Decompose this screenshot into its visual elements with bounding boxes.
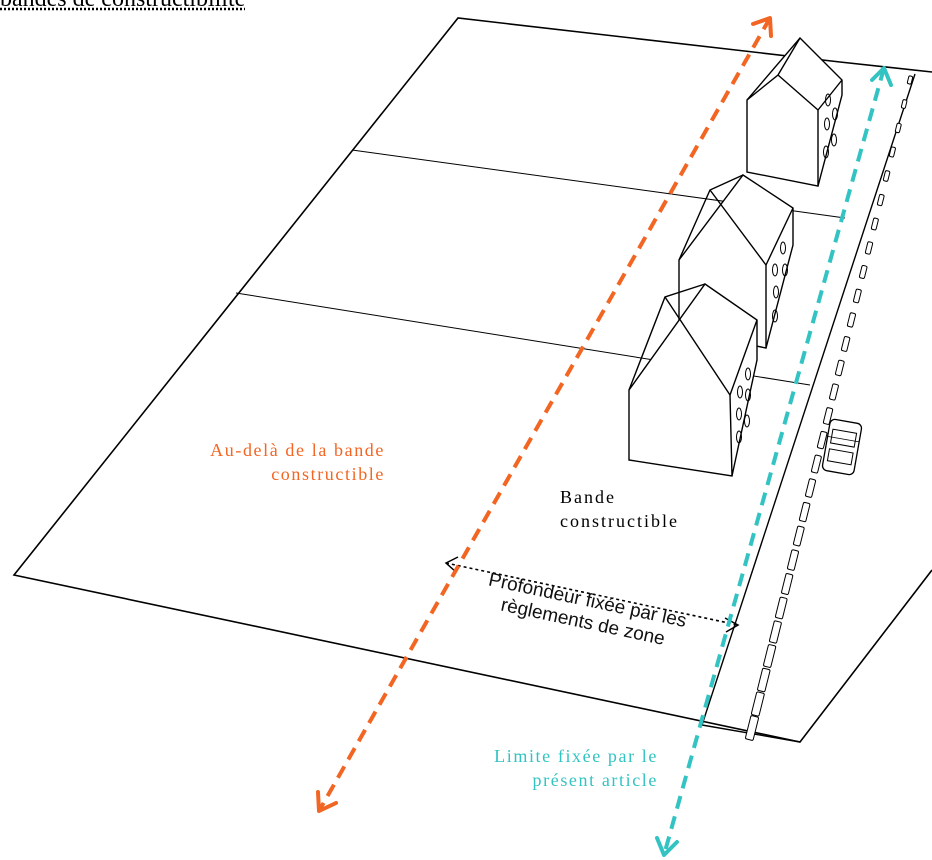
house-1 [746,36,843,187]
road-mark [757,667,771,693]
road-verge-line [701,73,916,726]
road-mark [745,715,759,741]
road-mark [864,241,874,255]
house-3 [628,283,758,477]
band-line-1: Bande [560,487,616,507]
road-mark [906,75,914,85]
parcel-outline [12,17,932,743]
road-mark [888,146,896,158]
parcel-ground [12,17,932,743]
road-mark [858,264,868,279]
road-mark [900,99,908,109]
road-centerline-marks [745,75,914,741]
road-mark [870,217,879,231]
road-mark [810,454,822,474]
road-mark [751,691,765,717]
road-mark [846,312,856,328]
road-mark [805,478,817,498]
car-icon [821,418,863,476]
road-mark [787,549,799,571]
road-mark [769,620,782,644]
road-mark [822,407,834,425]
band-label: Bande constructible [560,487,679,532]
road-mark [834,359,845,377]
beyond-band-line-1: Au-delà de la bande [210,440,385,460]
limit-line-2: présent article [532,770,658,790]
road-mark [894,122,902,134]
road-mark [876,193,885,207]
road-mark [792,525,805,547]
road-mark [852,288,862,304]
road-mark [781,573,794,595]
beyond-band-label: Au-delà de la bande constructible [160,440,385,485]
road-mark [763,644,777,668]
orange-arrow-icon [316,16,773,813]
limit-line-1: Limite fixée par le [494,746,658,766]
road-mark [829,383,839,401]
road-mark [816,430,828,450]
road-mark [840,336,851,352]
beyond-band-line-2: constructible [271,464,385,484]
limit-label: Limite fixée par le présent article [450,746,658,791]
road-top-edge [839,61,932,73]
header-title: bandes de constructibilité [0,0,245,13]
road-mark [882,170,891,182]
band-line-2: constructible [560,511,679,531]
ground-surface [14,18,932,742]
road-mark [798,501,811,523]
teal-arrow-icon [655,66,893,857]
road-mark [774,596,788,620]
